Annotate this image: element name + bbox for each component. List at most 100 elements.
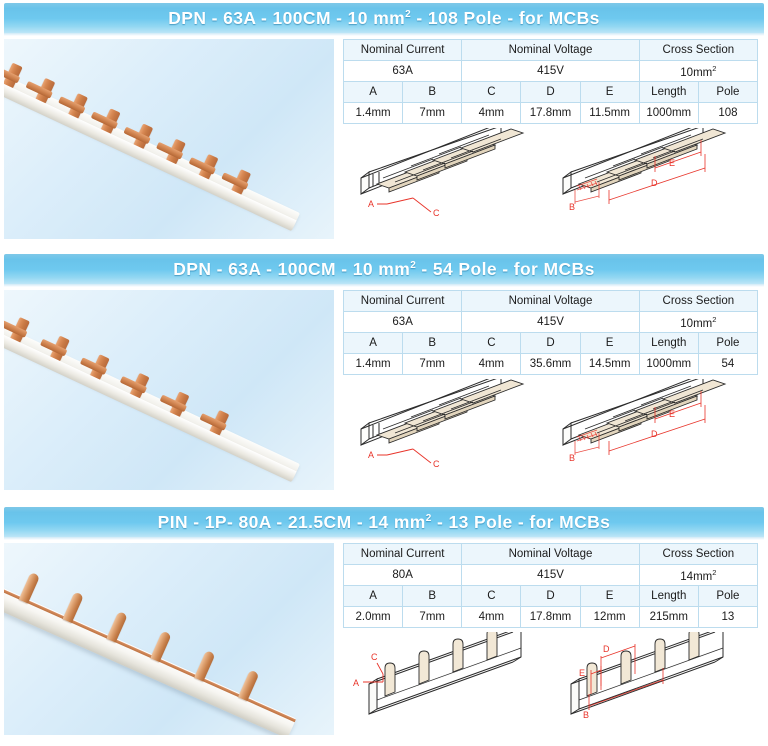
product-photo [4,290,334,490]
col-header-b: B [402,585,463,607]
value-d: 35.6mm [520,353,581,375]
col-header-nominal-voltage: Nominal Voltage [461,39,640,61]
dimension-label-b: B [583,710,589,720]
table-row: A B C D E Length Pole [342,585,759,607]
value-pole: 54 [697,353,759,375]
dimension-label-d: D [651,178,658,188]
table-row: Nominal Current Nominal Voltage Cross Se… [342,543,759,565]
dimension-label-d: D [603,644,610,654]
value-b: 7mm [402,353,463,375]
ladder-busbar-graphic [4,62,303,232]
col-header-nominal-voltage: Nominal Voltage [461,290,640,312]
value-length: 1000mm [638,353,699,375]
value-c: 4mm [461,606,522,628]
col-header-d: D [520,585,581,607]
col-header-pole: Pole [697,81,759,103]
value-pole: 108 [697,102,759,124]
spec-table: Nominal Current Nominal Voltage Cross Se… [342,290,759,375]
dimension-label-e: E [669,158,675,168]
col-header-d: D [520,332,581,354]
col-header-e: E [579,585,640,607]
value-cross-section: 10mm2 [638,60,759,82]
section-title-bar: DPN - 63A - 100CM - 10 mm2 - 54 Pole - f… [4,254,764,287]
col-header-c: C [461,585,522,607]
value-d: 17.8mm [520,102,581,124]
table-row: Nominal Current Nominal Voltage Cross Se… [342,290,759,312]
value-e: 12mm [579,606,640,628]
section-title: PIN - 1P- 80A - 21.5CM - 14 mm2 - 13 Pol… [157,511,611,532]
col-header-cross-section: Cross Section [638,543,759,565]
value-b: 7mm [402,606,463,628]
value-c: 4mm [461,353,522,375]
value-c: 4mm [461,102,522,124]
dimension-label-e: E [669,409,675,419]
col-header-nominal-current: Nominal Current [342,290,463,312]
dimension-label-a: A [368,199,374,209]
value-length: 215mm [638,606,699,628]
col-header-length: Length [638,332,699,354]
col-header-a: A [342,332,404,354]
table-row: 63A 415V 10mm2 [342,311,759,333]
product-spec-sheet: DPN - 63A - 100CM - 10 mm2 - 108 Pole - … [0,3,768,740]
insulation-rail-front [4,331,297,483]
spec-table: Nominal Current Nominal Voltage Cross Se… [342,543,759,628]
spec-area: Nominal Current Nominal Voltage Cross Se… [334,543,760,735]
dimension-label-c: C [371,652,378,662]
value-nominal-current: 63A [342,311,463,333]
value-pole: 13 [697,606,759,628]
table-row: A B C D E Length Pole [342,81,759,103]
section-title-bar: PIN - 1P- 80A - 21.5CM - 14 mm2 - 13 Pol… [4,507,764,540]
dimension-label-c: C [433,459,440,469]
value-a: 1.4mm [342,353,404,375]
value-nominal-voltage: 415V [461,311,640,333]
section-title-bar: DPN - 63A - 100CM - 10 mm2 - 108 Pole - … [4,3,764,36]
value-nominal-current: 63A [342,60,463,82]
dimension-label-d: D [651,429,658,439]
value-e: 14.5mm [579,353,640,375]
dimension-label-b: B [569,453,575,463]
col-header-e: E [579,332,640,354]
col-header-a: A [342,585,404,607]
col-header-b: B [402,332,463,354]
busbar-image [4,39,334,239]
busbar-image [4,543,334,735]
col-header-nominal-current: Nominal Current [342,39,463,61]
product-photo [4,39,334,239]
col-header-e: E [579,81,640,103]
pin-dimension-drawings: A C [353,632,724,720]
col-header-length: Length [638,585,699,607]
value-a: 1.4mm [342,102,404,124]
table-row: 1.4mm 7mm 4mm 35.6mm 14.5mm 1000mm 54 [342,353,759,375]
col-header-cross-section: Cross Section [638,39,759,61]
section-body: Nominal Current Nominal Voltage Cross Se… [0,286,768,490]
technical-drawings: A C [343,632,763,732]
product-section-dpn-108: DPN - 63A - 100CM - 10 mm2 - 108 Pole - … [0,3,768,251]
table-row: 1.4mm 7mm 4mm 17.8mm 11.5mm 1000mm 108 [342,102,759,124]
col-header-cross-section: Cross Section [638,290,759,312]
col-header-c: C [461,81,522,103]
value-e: 11.5mm [579,102,640,124]
spec-table: Nominal Current Nominal Voltage Cross Se… [342,39,759,124]
value-cross-section: 10mm2 [638,311,759,333]
table-row: 2.0mm 7mm 4mm 17.8mm 12mm 215mm 13 [342,606,759,628]
dimension-label-b: B [569,202,575,212]
table-row: 80A 415V 14mm2 [342,564,759,586]
spec-area: Nominal Current Nominal Voltage Cross Se… [334,39,760,239]
value-cross-section: 14mm2 [638,564,759,586]
product-section-dpn-54: DPN - 63A - 100CM - 10 mm2 - 54 Pole - f… [0,254,768,504]
dimension-label-e: E [579,668,585,678]
col-header-d: D [520,81,581,103]
technical-drawings: A C [343,128,763,234]
col-header-c: C [461,332,522,354]
dimension-label-c: C [433,208,440,218]
technical-drawings: A C [343,379,763,485]
pin-busbar-graphic [4,571,297,735]
spec-area: Nominal Current Nominal Voltage Cross Se… [334,290,760,490]
value-nominal-voltage: 415V [461,564,640,586]
col-header-b: B [402,81,463,103]
table-row: A B C D E Length Pole [342,332,759,354]
value-nominal-voltage: 415V [461,60,640,82]
product-photo [4,543,334,735]
dimension-label-a: A [368,450,374,460]
section-body: Nominal Current Nominal Voltage Cross Se… [0,35,768,239]
